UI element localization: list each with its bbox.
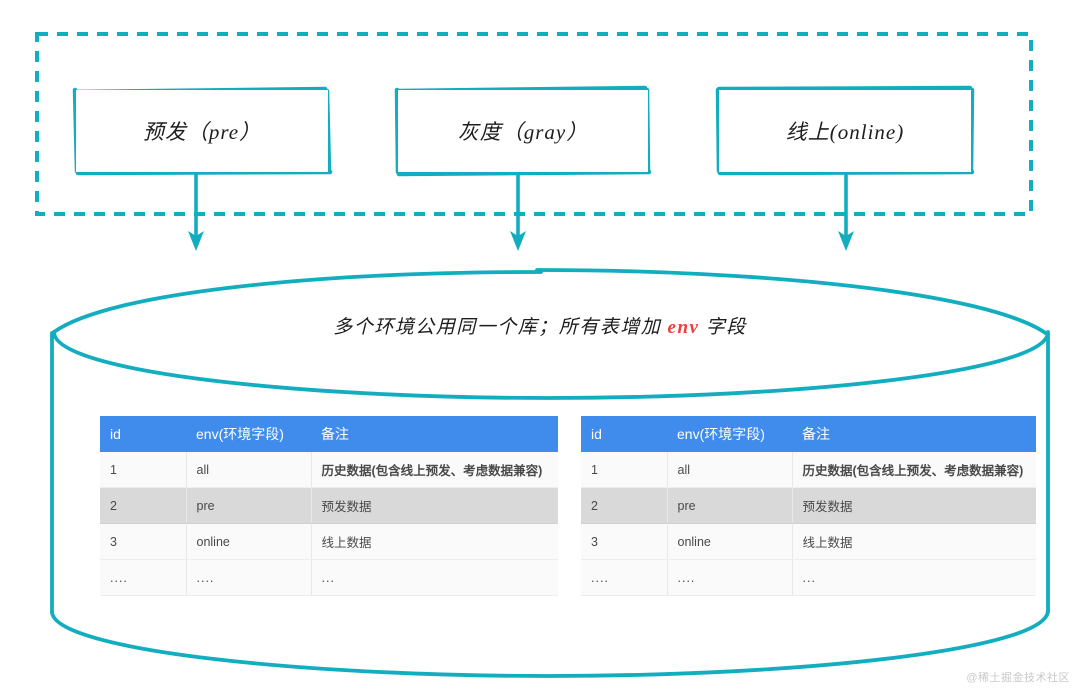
table-row: 2 pre 预发数据 <box>100 487 558 524</box>
env-table-right: id env(环境字段) 备注 1 all 历史数据(包含线上预发、考虑数据兼容… <box>581 416 1036 596</box>
table-row: 3 online 线上数据 <box>581 523 1036 560</box>
database-caption: 多个环境公用同一个库；所有表增加 env 字段 <box>0 312 1080 339</box>
cell-note: 历史数据(包含线上预发、考虑数据兼容) <box>311 452 558 488</box>
arrow-pre-to-database <box>188 172 204 251</box>
env-box-online[interactable]: 线上(online) <box>719 90 971 172</box>
cell-id: 3 <box>581 523 668 560</box>
cell-note: 预发数据 <box>311 487 558 524</box>
cell-id: 2 <box>581 487 668 524</box>
arrow-gray-to-database <box>510 172 526 251</box>
cell-note: ... <box>311 559 558 596</box>
column-header-env: env(环境字段) <box>667 416 792 452</box>
cell-note: 线上数据 <box>792 523 1036 560</box>
env-table-left: id env(环境字段) 备注 1 all 历史数据(包含线上预发、考虑数据兼容… <box>100 416 558 596</box>
cell-id: 1 <box>100 452 187 488</box>
env-box-pre-label: 预发（pre） <box>142 120 262 144</box>
column-header-id: id <box>581 416 667 452</box>
column-header-id: id <box>100 416 186 452</box>
cell-note: 线上数据 <box>311 523 558 560</box>
database-caption-accent: env <box>667 317 700 338</box>
database-caption-prefix: 多个环境公用同一个库；所有表增加 <box>333 317 668 338</box>
table-row: 1 all 历史数据(包含线上预发、考虑数据兼容) <box>100 452 558 488</box>
table-row: 1 all 历史数据(包含线上预发、考虑数据兼容) <box>581 452 1036 488</box>
cell-id: .... <box>581 559 668 596</box>
env-box-gray-label: 灰度（gray） <box>457 120 589 144</box>
table-row: .... .... ... <box>581 559 1036 596</box>
cell-note: 预发数据 <box>792 487 1036 524</box>
cell-note: 历史数据(包含线上预发、考虑数据兼容) <box>792 452 1036 488</box>
cell-note: ... <box>792 559 1036 596</box>
cell-env: online <box>186 523 312 560</box>
table-header-row: id env(环境字段) 备注 <box>100 416 558 452</box>
table-row: 2 pre 预发数据 <box>581 487 1036 524</box>
table-row: 3 online 线上数据 <box>100 523 558 560</box>
arrow-online-to-database <box>838 172 854 251</box>
env-box-gray[interactable]: 灰度（gray） <box>398 90 648 172</box>
column-header-note: 备注 <box>792 416 1036 452</box>
cell-env: online <box>667 523 793 560</box>
cell-env: pre <box>667 487 793 524</box>
database-caption-suffix: 字段 <box>699 317 747 338</box>
watermark: @稀土掘金技术社区 <box>966 672 1070 684</box>
env-box-pre[interactable]: 预发（pre） <box>76 90 328 172</box>
cell-env: .... <box>667 559 793 596</box>
column-header-env: env(环境字段) <box>186 416 311 452</box>
cell-env: all <box>186 452 312 488</box>
table-header-row: id env(环境字段) 备注 <box>581 416 1036 452</box>
cell-id: 1 <box>581 452 668 488</box>
cell-env: .... <box>186 559 312 596</box>
table-row: .... .... ... <box>100 559 558 596</box>
cell-env: all <box>667 452 793 488</box>
column-header-note: 备注 <box>311 416 558 452</box>
cell-id: 2 <box>100 487 187 524</box>
cell-id: .... <box>100 559 187 596</box>
cell-id: 3 <box>100 523 187 560</box>
env-box-online-label: 线上(online) <box>785 120 905 144</box>
cell-env: pre <box>186 487 312 524</box>
